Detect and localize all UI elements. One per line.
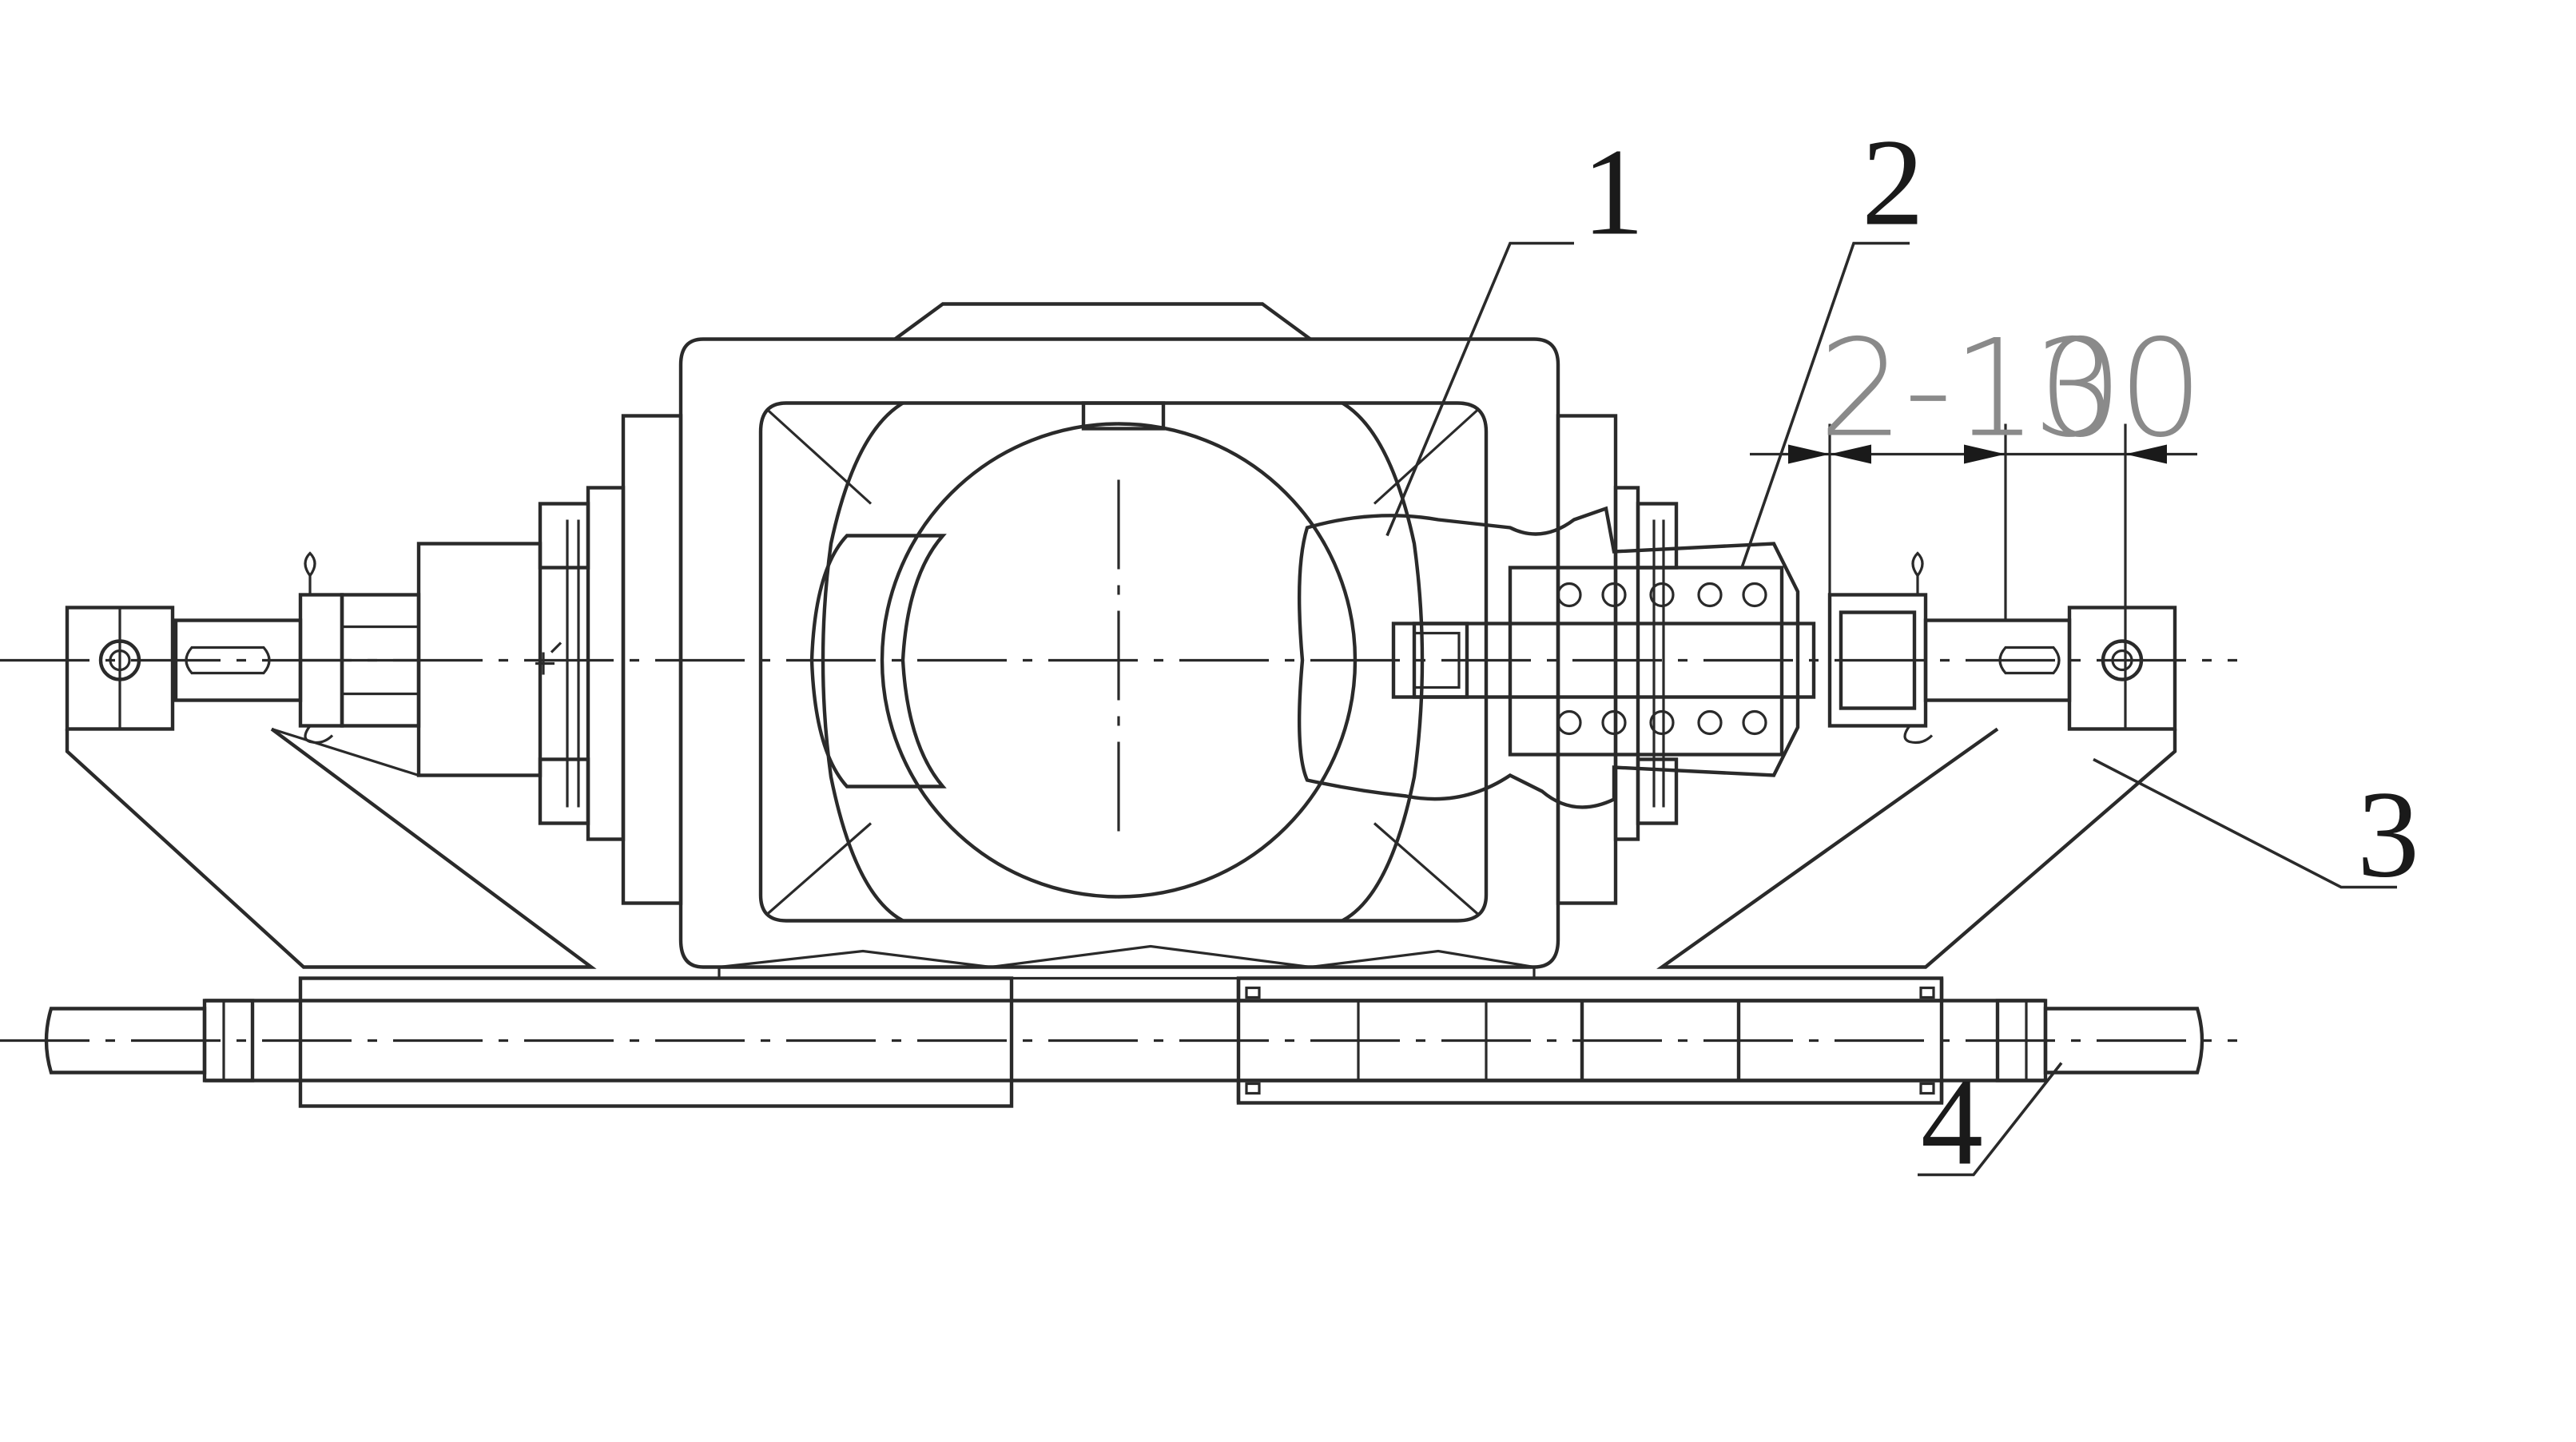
center-lines bbox=[0, 479, 2237, 1043]
dimension-group: 2-10 30 bbox=[1750, 311, 2204, 621]
main-housing bbox=[586, 302, 1640, 969]
callout-label-1: 1 bbox=[1582, 123, 1644, 261]
frame-arms bbox=[65, 727, 2177, 969]
callout-leaders bbox=[1385, 241, 2397, 1177]
dimension-label-b: 30 bbox=[2033, 311, 2204, 467]
spring-coils bbox=[1556, 582, 1767, 736]
dimension-label-a: 2-10 bbox=[1819, 311, 2123, 467]
callout-label-3: 3 bbox=[2357, 765, 2419, 904]
bottom-bar bbox=[44, 944, 2204, 1108]
callout-label-4: 4 bbox=[1921, 1053, 1983, 1191]
left-bolt-assembly bbox=[65, 502, 590, 825]
piston-section bbox=[1297, 506, 2177, 809]
callout-label-2: 2 bbox=[1862, 113, 1924, 252]
